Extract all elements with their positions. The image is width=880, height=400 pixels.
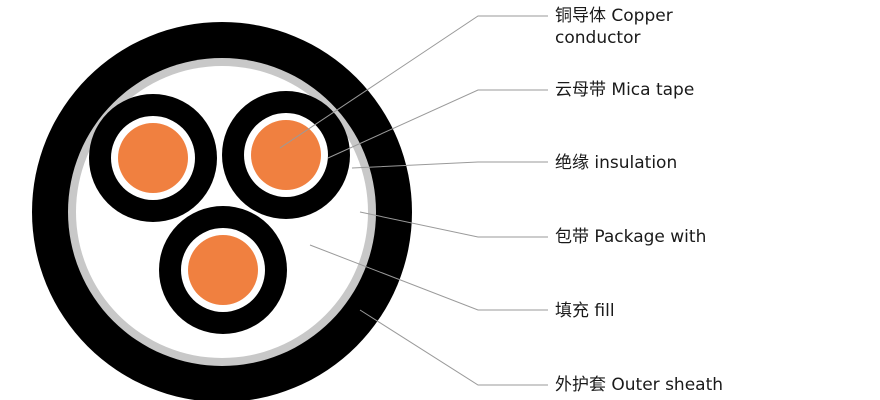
- label-copper-conductor: 铜导体 Copper conductor: [555, 6, 673, 48]
- leader-line-fill: [309, 244, 548, 311]
- leader-line-conductor: [279, 15, 548, 149]
- leader-line-sheath: [359, 309, 548, 386]
- core-right: [222, 91, 350, 219]
- label-insulation: 绝缘 insulation: [555, 153, 678, 173]
- copper-conductor: [118, 123, 188, 193]
- label-mica-tape: 云母带 Mica tape: [555, 80, 695, 100]
- leader-line-mica: [327, 89, 548, 159]
- core-left: [89, 94, 217, 222]
- copper-conductor: [188, 235, 258, 305]
- label-package-tape: 包带 Package with: [555, 227, 707, 247]
- label-outer-sheath: 外护套 Outer sheath: [555, 375, 724, 395]
- leader-line-insulation: [351, 161, 548, 169]
- copper-conductor: [251, 120, 321, 190]
- core-bottom: [159, 206, 287, 334]
- label-fill: 填充 fill: [555, 301, 615, 321]
- leader-line-package: [359, 211, 548, 238]
